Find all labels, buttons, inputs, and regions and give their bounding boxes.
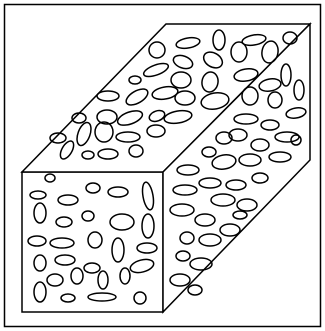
right-face-inclusion: [188, 285, 202, 295]
